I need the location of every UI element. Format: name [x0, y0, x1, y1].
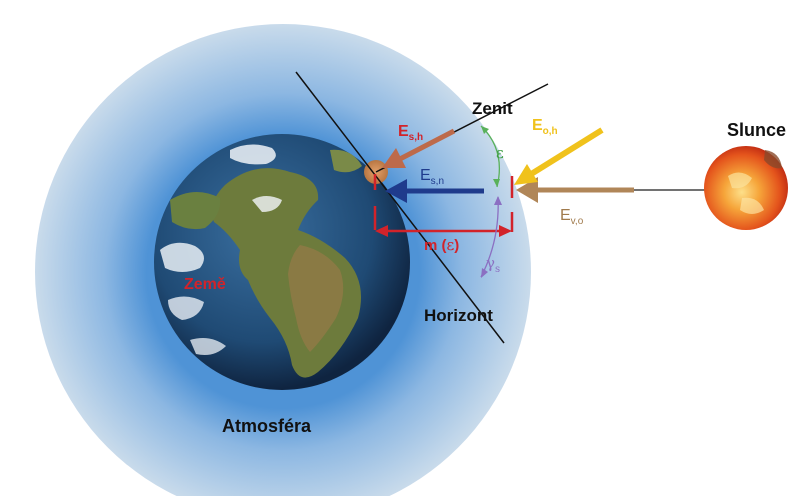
e-sn-label: Es,n [420, 167, 444, 187]
zenith-angle-arc [480, 125, 500, 188]
arrow-e-oh [514, 127, 604, 185]
sun-elevation-arc [480, 196, 502, 278]
sun-label: Slunce [727, 120, 786, 140]
epsilon-label: ε [496, 144, 504, 162]
horizon-line [295, 71, 505, 344]
atmosphere-label: Atmosféra [222, 416, 312, 436]
arrow-e-sh [382, 128, 456, 168]
arrow-e-sn [385, 179, 484, 203]
e-vo-label: Ev,o [560, 207, 584, 227]
air-mass-label: m (ε) [424, 236, 459, 254]
e-oh-label: Eo,h [532, 117, 558, 137]
earth-globe-icon [154, 134, 410, 390]
earth-label: Země [184, 276, 226, 293]
zenith-label: Zenit [472, 99, 513, 118]
air-mass-path-bracket [373, 174, 514, 237]
sun-icon [704, 146, 788, 230]
horizon-label: Horizont [424, 306, 493, 325]
gamma-label: γs [486, 254, 500, 275]
e-sh-label: Es,h [398, 123, 423, 143]
arrow-e-vo [516, 177, 634, 203]
